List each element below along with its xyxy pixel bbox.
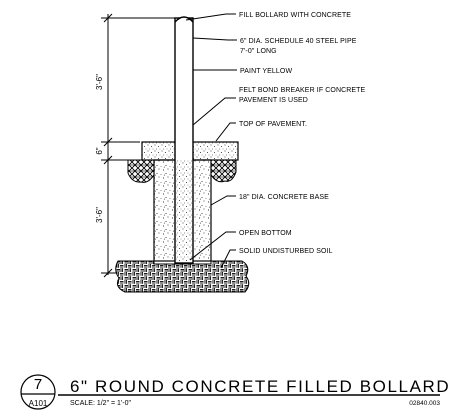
callout-open-bottom: OPEN BOTTOM	[239, 230, 292, 237]
callout-paint: PAINT YELLOW	[240, 68, 292, 75]
dimension-line	[101, 13, 180, 278]
soil-upper-left	[127, 159, 155, 183]
callout-pipe-line1: 6" DIA. SCHEDULE 40 STEEL PIPE	[240, 38, 357, 45]
callout-soil: SOLID UNDISTURBED SOIL	[239, 248, 333, 255]
callout-felt-line2: PAVEMENT IS USED	[239, 97, 308, 104]
dimension-pavement-label: 6"	[95, 147, 104, 154]
callout-fill: FILL BOLLARD WITH CONCRETE	[239, 12, 351, 19]
callout-concrete-base: 18" DIA. CONCRETE BASE	[239, 194, 329, 201]
detail-title: 6" ROUND CONCRETE FILLED BOLLARD	[70, 377, 449, 396]
callout-leaders	[185, 13, 237, 269]
soil-bottom	[115, 260, 250, 293]
dimension-upper-label: 3'-6"	[95, 74, 104, 90]
callout-felt-line1: FELT BOND BREAKER IF CONCRETE	[239, 87, 366, 94]
callout-top-of-pavement: TOP OF PAVEMENT.	[239, 121, 307, 128]
detail-tag	[20, 374, 56, 410]
callout-pipe-line2: 7'-0" LONG	[240, 48, 277, 55]
drawing-number: 02840.003	[409, 400, 440, 407]
detail-sheet-ref: A101	[29, 399, 48, 408]
steel-pipe-bollard	[174, 16, 194, 264]
dimension-lower-label: 3'-6"	[95, 207, 104, 223]
detail-number: 7	[34, 376, 42, 393]
detail-scale: SCALE: 1/2" = 1'-0"	[70, 400, 131, 407]
soil-upper-right	[210, 159, 237, 183]
